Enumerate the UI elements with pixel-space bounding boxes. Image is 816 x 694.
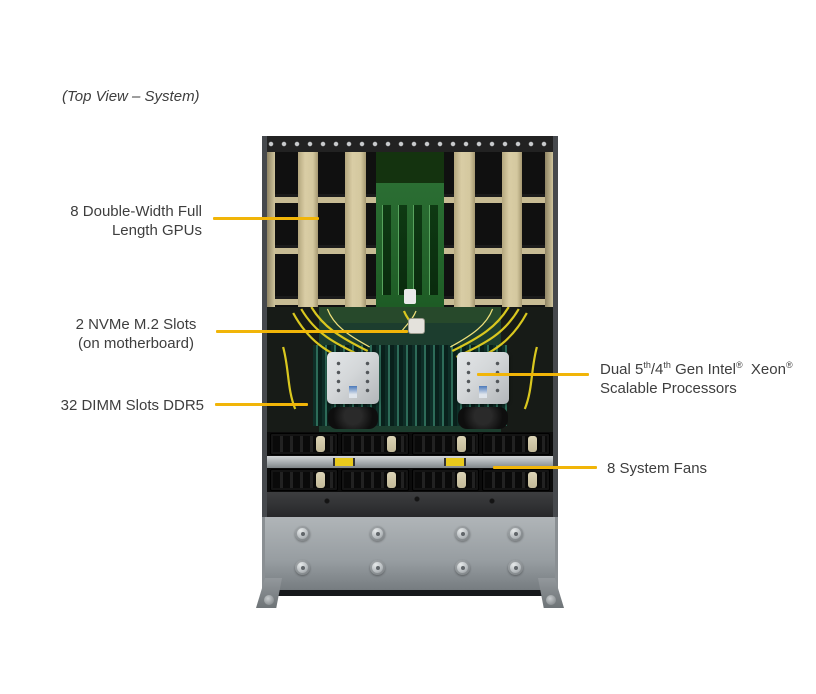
thumbscrew — [455, 560, 470, 575]
gpu-riser-board — [376, 152, 444, 307]
fan-module — [340, 469, 409, 491]
pcie-riser-slot — [413, 204, 423, 295]
cpu-fan-right — [458, 407, 508, 429]
pcie-riser-slot — [397, 204, 407, 295]
callout-gpu-line2: Length GPUs — [111, 222, 202, 239]
callout-dimm-label: 32 DIMM Slots DDR5 — [40, 396, 204, 415]
thumbscrew — [508, 560, 523, 575]
cpu-fan-left — [328, 407, 378, 429]
gpu-slot — [275, 152, 298, 307]
gpu-slot — [522, 152, 545, 307]
text-fragment: /4 — [650, 361, 664, 378]
chassis-foot-right — [538, 578, 564, 608]
callout-gpu-line1: 8 Double-Width Full — [70, 203, 202, 220]
leader-line-fans — [493, 466, 597, 469]
callout-cpu-line2: Scalable Processors — [600, 380, 737, 397]
callout-gpu-label: 8 Double-Width Full Length GPUs — [40, 202, 202, 240]
gpu-card — [501, 152, 523, 307]
heatsink-sticker — [349, 386, 357, 398]
fan-module — [340, 433, 409, 455]
gpu-card — [544, 152, 554, 307]
registered-mark: ® — [735, 360, 743, 370]
chassis-top-rail — [262, 136, 558, 152]
text-fragment: Gen Intel — [670, 361, 736, 378]
warning-label — [444, 458, 467, 466]
thumbscrew — [370, 560, 385, 575]
superscript: th — [663, 360, 671, 370]
callout-nvme-label: 2 NVMe M.2 Slots (on motherboard) — [55, 315, 217, 353]
thumbscrew — [370, 526, 385, 541]
warning-label — [332, 458, 355, 466]
gpu-card — [297, 152, 319, 307]
chassis-front-lip — [262, 492, 558, 517]
chassis-front-plate — [262, 517, 558, 590]
fan-module — [270, 469, 338, 491]
pcie-riser-slot — [428, 204, 438, 295]
superscript: th — [643, 360, 651, 370]
leader-line-cpu — [477, 373, 589, 376]
thumbscrew — [508, 526, 523, 541]
chassis-foot-left — [256, 578, 282, 608]
fan-module — [270, 433, 338, 455]
registered-mark: ® — [785, 360, 793, 370]
callout-dimm-line1: 32 DIMM Slots DDR5 — [60, 397, 204, 414]
callout-fans-line1: 8 System Fans — [607, 460, 708, 477]
thumbscrew — [295, 526, 310, 541]
gpu-slot — [365, 152, 377, 307]
callout-fans-label: 8 System Fans — [607, 459, 737, 478]
figure-title: (Top View – System) — [62, 88, 200, 105]
cpu-heatsink-right — [457, 352, 509, 404]
fan-module — [411, 433, 480, 455]
fan-module — [411, 469, 480, 491]
fan-module — [482, 433, 550, 455]
cpu-heatsink-left — [327, 352, 379, 404]
text-fragment: Xeon — [742, 361, 786, 378]
callout-cpu-line1: Dual 5th/4th Gen Intel® Xeon® — [600, 360, 810, 379]
gpu-bay — [262, 152, 558, 307]
thumbscrew — [455, 526, 470, 541]
pcie-riser-slot — [382, 204, 392, 295]
gpu-slot — [474, 152, 502, 307]
gpu-slot — [443, 152, 455, 307]
m2-connector — [409, 319, 424, 333]
fan-module — [482, 469, 550, 491]
gpu-card — [345, 152, 366, 307]
leader-line-dimm — [215, 403, 308, 406]
callout-nvme-line1: 2 NVMe M.2 Slots — [75, 316, 197, 333]
fan-crossbar — [267, 456, 553, 468]
heatsink-sticker — [479, 386, 487, 398]
server-chassis — [256, 136, 564, 608]
fan-row-2 — [267, 468, 553, 492]
leader-line-nvme — [216, 330, 408, 333]
callout-nvme-line2: (on motherboard) — [78, 335, 194, 352]
chassis-bottom-edge — [262, 590, 558, 596]
fan-zone — [262, 432, 558, 492]
leader-line-gpu — [213, 217, 319, 220]
callout-cpu-label: Dual 5th/4th Gen Intel® Xeon® Scalable P… — [600, 360, 810, 398]
cable-bundles — [282, 307, 538, 410]
fan-row-1 — [267, 432, 553, 456]
text-fragment: Dual 5 — [600, 361, 644, 378]
thumbscrew — [295, 560, 310, 575]
gpu-slot — [318, 152, 346, 307]
motherboard-area — [262, 307, 558, 432]
gpu-card — [454, 152, 475, 307]
gpu-card — [267, 152, 276, 307]
